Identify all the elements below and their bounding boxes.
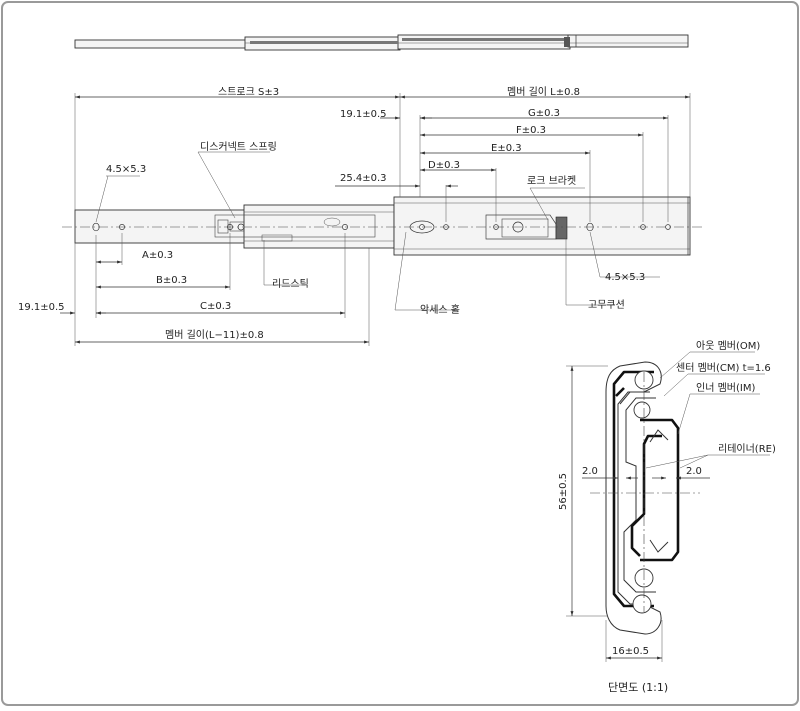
dim-19-right: 19.1±0.5: [340, 109, 387, 120]
dim-19-left: 19.1±0.5: [18, 302, 65, 313]
cross-section: [566, 351, 770, 662]
member-length-label: 멤버 길이 L±0.8: [507, 85, 580, 98]
section-title: 단면도 (1:1): [608, 681, 668, 694]
side-view: [62, 196, 702, 256]
dim-b: B±0.3: [156, 275, 187, 286]
access-hole-label: 악세스 홀: [420, 303, 460, 316]
disconnect-spring-label: 디스커넥트 스프링: [200, 141, 277, 153]
outer-member-side: [393, 196, 691, 256]
dim-e: E±0.3: [491, 143, 522, 154]
dim-16: 16±0.5: [612, 646, 649, 657]
member-length-l11-label: 멤버 길이(L−11)±0.8: [165, 328, 264, 341]
extended-rail-view: [74, 34, 689, 51]
side-view-labels: 스트로크 S±3 멤버 길이 L±0.8 19.1±0.5 G±0.3 F±0.…: [18, 85, 645, 341]
dim-a: A±0.3: [142, 250, 173, 261]
rubber-cushion-label: 고무쿠션: [588, 299, 625, 311]
inner-member-label: 인너 멤버(IM): [696, 382, 755, 394]
hole-size-right: 4.5×5.3: [605, 272, 645, 283]
lead-stick-label: 리드스틱: [272, 278, 309, 290]
dim-56: 56±0.5: [558, 473, 569, 510]
dim-25-4: 25.4±0.3: [340, 173, 387, 184]
outer-member-label: 아웃 멤버(OM): [696, 340, 760, 352]
center-member-side: [243, 204, 395, 249]
dimensions-side: [60, 93, 691, 346]
dim-d: D±0.3: [428, 160, 460, 171]
dim-2-0-left: 2.0: [582, 466, 598, 477]
stroke-label: 스트로크 S±3: [218, 86, 279, 98]
dim-f: F±0.3: [516, 125, 546, 136]
hole-size-left: 4.5×5.3: [106, 164, 146, 175]
retainer-label: 리테이너(RE): [718, 443, 776, 455]
dim-g: G±0.3: [528, 108, 560, 119]
cross-section-labels: 아웃 멤버(OM) 센터 멤버(CM) t=1.6 인너 멤버(IM) 리테이너…: [558, 340, 776, 694]
dim-c: C±0.3: [200, 301, 231, 312]
lock-bracket-label: 로크 브라켓: [527, 175, 576, 187]
dim-2-0-right: 2.0: [686, 466, 702, 477]
center-member-label: 센터 멤버(CM) t=1.6: [676, 362, 771, 374]
